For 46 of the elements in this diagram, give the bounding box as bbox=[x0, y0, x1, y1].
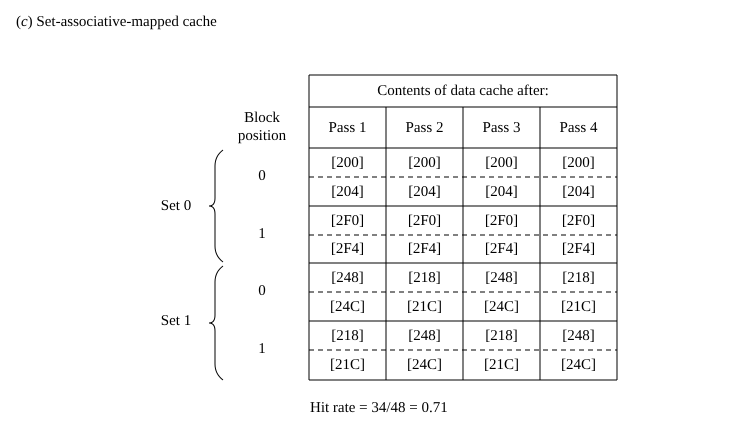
table-cell: [2F0] bbox=[330, 212, 364, 230]
column-header: Pass 1 bbox=[328, 118, 366, 136]
table-cell: [21C] bbox=[330, 356, 365, 374]
set-label: Set 1 bbox=[160, 312, 192, 330]
table-cell: [200] bbox=[485, 154, 518, 172]
table-cell: [21C] bbox=[484, 356, 519, 374]
figure-title: (c) Set-associative-mapped cache bbox=[16, 13, 217, 31]
table-cell: [204] bbox=[331, 182, 364, 200]
table-header: Contents of data cache after: bbox=[377, 82, 549, 100]
table-cell: [248] bbox=[485, 268, 518, 286]
table-cell: [2F4] bbox=[330, 240, 364, 258]
column-header: Pass 2 bbox=[406, 118, 444, 136]
table-cell: [204] bbox=[408, 182, 441, 200]
caption: Hit rate = 34/48 = 0.71 bbox=[310, 399, 448, 417]
table-cell: [248] bbox=[562, 326, 595, 344]
table-cell: [24C] bbox=[561, 356, 596, 374]
table-cell: [248] bbox=[331, 268, 364, 286]
block-number: 0 bbox=[258, 282, 266, 300]
table-cell: [248] bbox=[408, 326, 441, 344]
table-cell: [2F0] bbox=[484, 212, 518, 230]
table-cell: [218] bbox=[331, 326, 364, 344]
table-cell: [24C] bbox=[330, 298, 365, 316]
table-cell: [200] bbox=[562, 154, 595, 172]
table-cell: [218] bbox=[408, 268, 441, 286]
table-cell: [2F0] bbox=[408, 212, 442, 230]
table-cell: [24C] bbox=[407, 356, 442, 374]
table-cell: [2F4] bbox=[562, 240, 596, 258]
table-cell: [2F0] bbox=[562, 212, 596, 230]
column-header: Pass 3 bbox=[482, 118, 520, 136]
table-cell: [2F4] bbox=[408, 240, 442, 258]
table-cell: [200] bbox=[331, 154, 364, 172]
table-cell: [204] bbox=[485, 182, 518, 200]
table-cell: [218] bbox=[485, 326, 518, 344]
table-cell: [24C] bbox=[484, 298, 519, 316]
table-cell: [218] bbox=[562, 268, 595, 286]
block-number: 1 bbox=[258, 340, 266, 358]
column-header: Pass 4 bbox=[560, 118, 598, 136]
table-cell: [21C] bbox=[561, 298, 596, 316]
table-cell: [200] bbox=[408, 154, 441, 172]
block-number: 0 bbox=[258, 167, 266, 185]
table-cell: [204] bbox=[562, 182, 595, 200]
set-label: Set 0 bbox=[160, 197, 192, 215]
table-cell: [2F4] bbox=[484, 240, 518, 258]
block-number: 1 bbox=[258, 225, 266, 243]
table-cell: [21C] bbox=[407, 298, 442, 316]
column-heading: Block position bbox=[236, 109, 288, 145]
